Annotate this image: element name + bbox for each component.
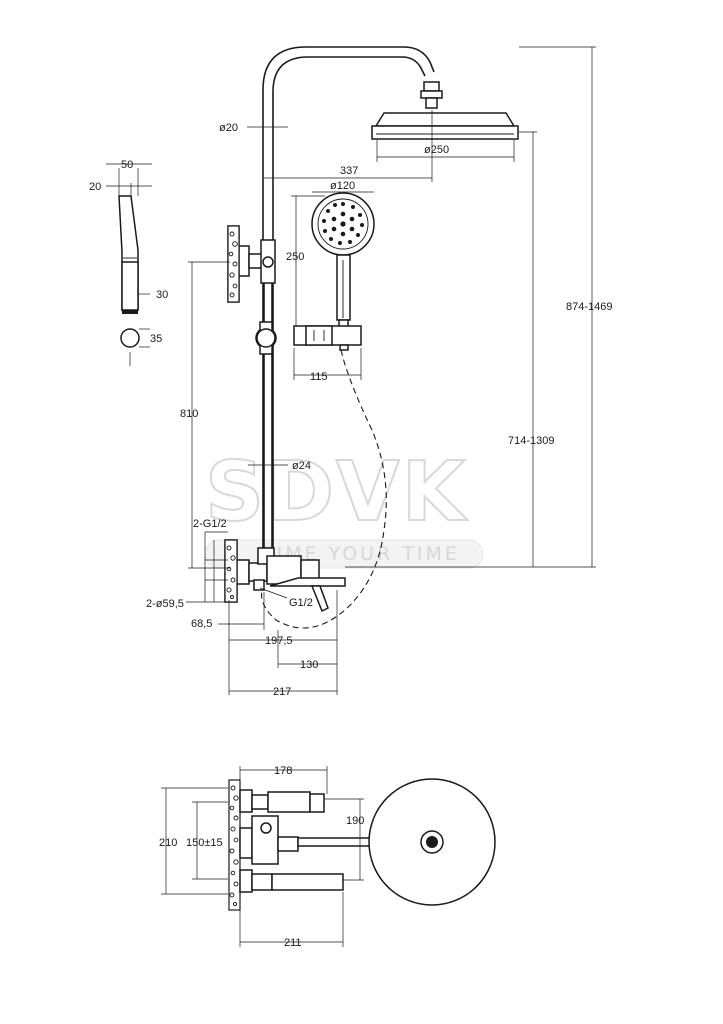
dim-height-range-total: 874-1469 [566, 301, 613, 313]
dim-rail-diameter-top: ø20 [219, 122, 238, 134]
dim-handshower-width: 50 [121, 159, 133, 171]
dim-top-mixer-width: 178 [274, 765, 292, 777]
dim-top-rail-offset: 190 [346, 815, 364, 827]
dim-rail-diameter: ø24 [292, 460, 311, 472]
dim-holder-width: 115 [310, 371, 328, 383]
dim-holder-height: 250 [286, 251, 304, 263]
dim-wall-to-rail: 68,5 [191, 618, 212, 630]
dim-wall-to-spout: 197,5 [265, 635, 293, 647]
dim-rail-length: 810 [180, 408, 198, 420]
hand-shower-side-view [118, 195, 140, 348]
dim-top-depth: 211 [284, 937, 302, 949]
dim-handshower-thickness: 20 [89, 181, 101, 193]
dim-handle-diameter: 35 [150, 333, 162, 345]
top-view-dimension-lines [161, 766, 364, 947]
dim-arm-reach: 337 [340, 165, 358, 177]
dim-total-depth: 217 [273, 686, 291, 698]
dimension-lines [106, 46, 596, 695]
dim-spout-length: 130 [300, 659, 318, 671]
hand-shower-front-view [293, 192, 375, 351]
dim-top-center-distance: 150±15 [186, 837, 223, 849]
dim-inlets: 2-G1/2 [193, 518, 227, 530]
watermark-brand: SDVK [205, 445, 469, 540]
top-view [228, 778, 496, 911]
watermark: SDVK TIME YOUR TIME [204, 444, 484, 569]
dim-hand-head-diameter: ø120 [330, 180, 355, 192]
dimension-labels: 50 20 30 35 ø20 ø250 337 ø120 250 115 87… [89, 122, 613, 949]
dim-top-height: 210 [159, 837, 177, 849]
dim-height-range-head: 714-1309 [508, 435, 555, 447]
dim-handle-width: 30 [156, 289, 168, 301]
dim-head-diameter: ø250 [424, 144, 449, 156]
dim-outlet-thread: G1/2 [289, 597, 313, 609]
dim-flanges: 2-ø59,5 [146, 598, 184, 610]
wall-hatching [224, 225, 240, 603]
